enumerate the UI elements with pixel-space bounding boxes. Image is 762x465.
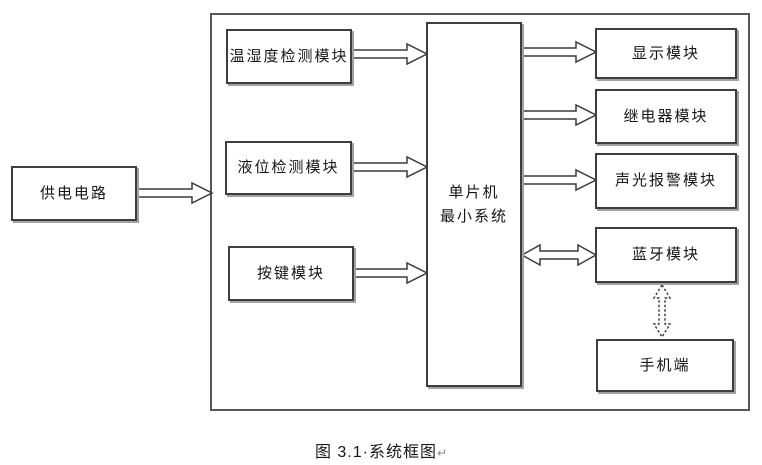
node-keypad-module: 按键模块 [228,246,354,301]
node-mcu-minimal-system: 单片机 最小系统 [426,22,522,387]
node-bluetooth-module: 蓝牙模块 [595,227,737,283]
node-phone-terminal: 手机端 [596,339,734,392]
node-sound-light-alarm-module: 声光报警模块 [595,153,737,209]
node-relay-module: 继电器模块 [595,89,737,144]
paragraph-mark: ↵ [436,446,448,460]
node-temp-humidity-module: 温湿度检测模块 [226,29,352,84]
node-liquid-level-module: 液位检测模块 [225,141,352,195]
figure-caption-text: 图 3.1·系统框图 [314,444,437,461]
node-power-circuit: 供电电路 [11,166,137,221]
node-display-module: 显示模块 [595,28,737,79]
arrow-power-to-system [137,181,214,205]
figure-caption: 图 3.1·系统框图↵ [0,438,762,462]
